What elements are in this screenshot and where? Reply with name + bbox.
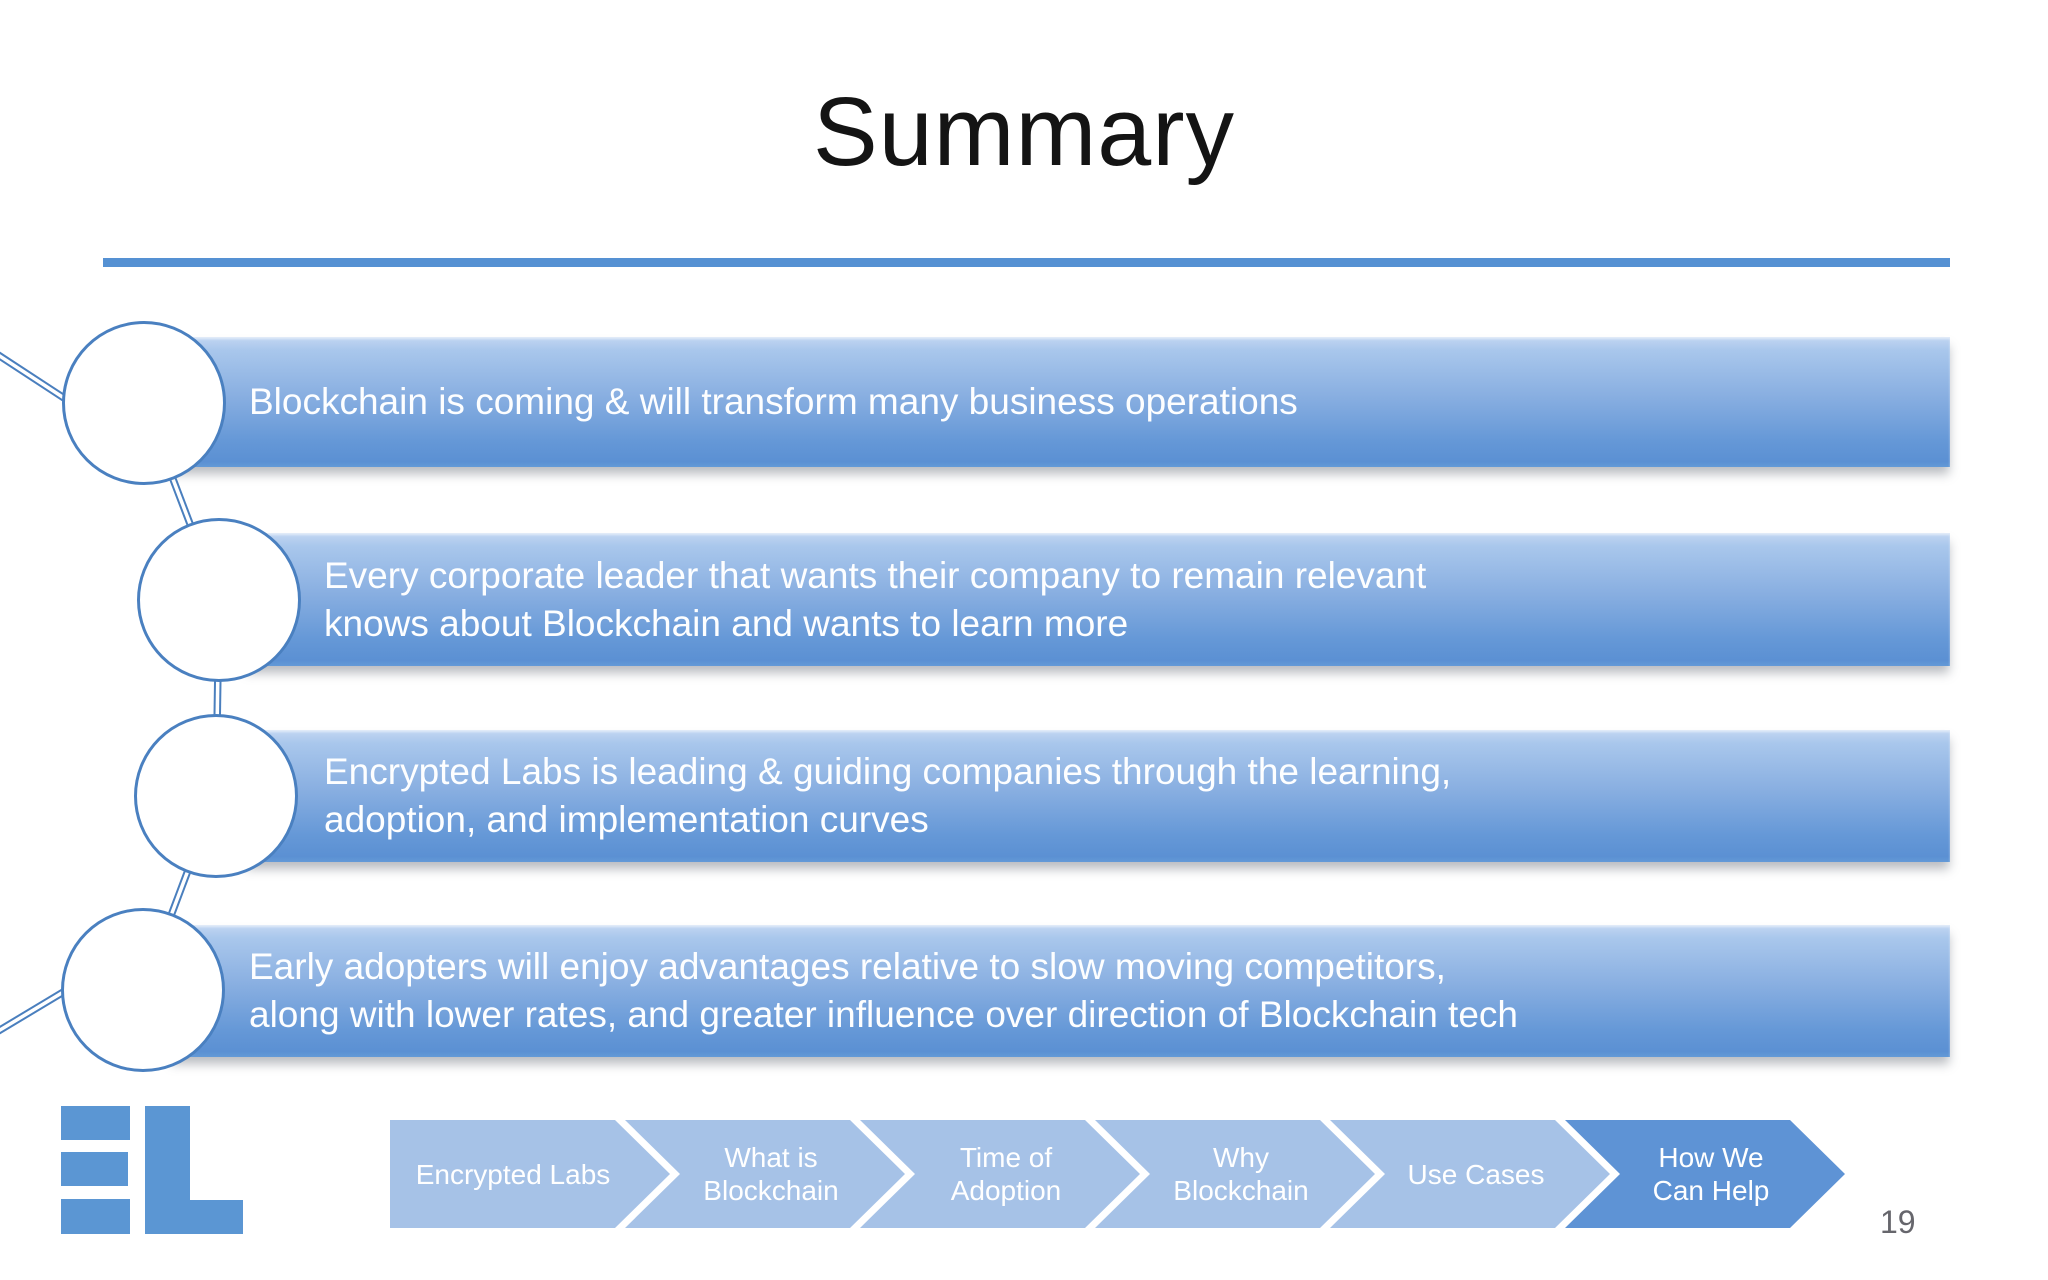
nav-chevron-label: Adoption xyxy=(950,1175,1062,1206)
list-bullet-circle xyxy=(61,908,225,1072)
logo-e-bar xyxy=(61,1106,130,1140)
nav-chevron-label: Why xyxy=(1213,1142,1269,1173)
summary-bar-text: Encrypted Labs is leading & guiding comp… xyxy=(324,751,1452,792)
list-bullet-circle xyxy=(62,321,226,485)
summary-bar: Blockchain is coming & will transform ma… xyxy=(170,337,1950,467)
nav-chevron-label: Time of xyxy=(959,1142,1053,1173)
page-number: 19 xyxy=(1880,1204,1916,1240)
summary-bar-text: along with lower rates, and greater infl… xyxy=(249,994,1518,1035)
nav-chevron-label: How We xyxy=(1658,1142,1764,1173)
nav-chevron-label: Can Help xyxy=(1652,1175,1770,1206)
nav-chevron-label: Use Cases xyxy=(1407,1158,1545,1190)
page-title: Summary xyxy=(813,77,1235,186)
logo-l-stem xyxy=(145,1106,190,1234)
summary-bar: Every corporate leader that wants their … xyxy=(245,533,1950,666)
list-bullet-circle xyxy=(134,714,298,878)
summary-bar-text: knows about Blockchain and wants to lear… xyxy=(324,602,1129,644)
summary-bar: Early adopters will enjoy advantages rel… xyxy=(170,925,1950,1057)
logo-l-foot xyxy=(190,1200,243,1234)
summary-bar-text: Early adopters will enjoy advantages rel… xyxy=(249,946,1446,987)
nav-chevron-label: Encrypted Labs xyxy=(415,1158,611,1190)
summary-bar-text: adoption, and implementation curves xyxy=(324,799,929,840)
summary-bar-text: Blockchain is coming & will transform ma… xyxy=(249,381,1298,422)
nav-chevron-label: Blockchain xyxy=(1173,1175,1309,1206)
summary-bar-text: Every corporate leader that wants their … xyxy=(324,554,1427,596)
nav-chevron-label: What is xyxy=(724,1142,818,1173)
title-underline xyxy=(103,258,1950,267)
nav-chevron-encrypted-labs[interactable]: Encrypted Labs xyxy=(390,1120,670,1228)
list-bullet-circle xyxy=(137,518,301,682)
nav-chevron-label: Blockchain xyxy=(703,1175,839,1206)
logo-e-bar xyxy=(61,1199,130,1234)
summary-bar: Encrypted Labs is leading & guiding comp… xyxy=(245,730,1950,862)
logo-e-bar xyxy=(61,1152,128,1186)
